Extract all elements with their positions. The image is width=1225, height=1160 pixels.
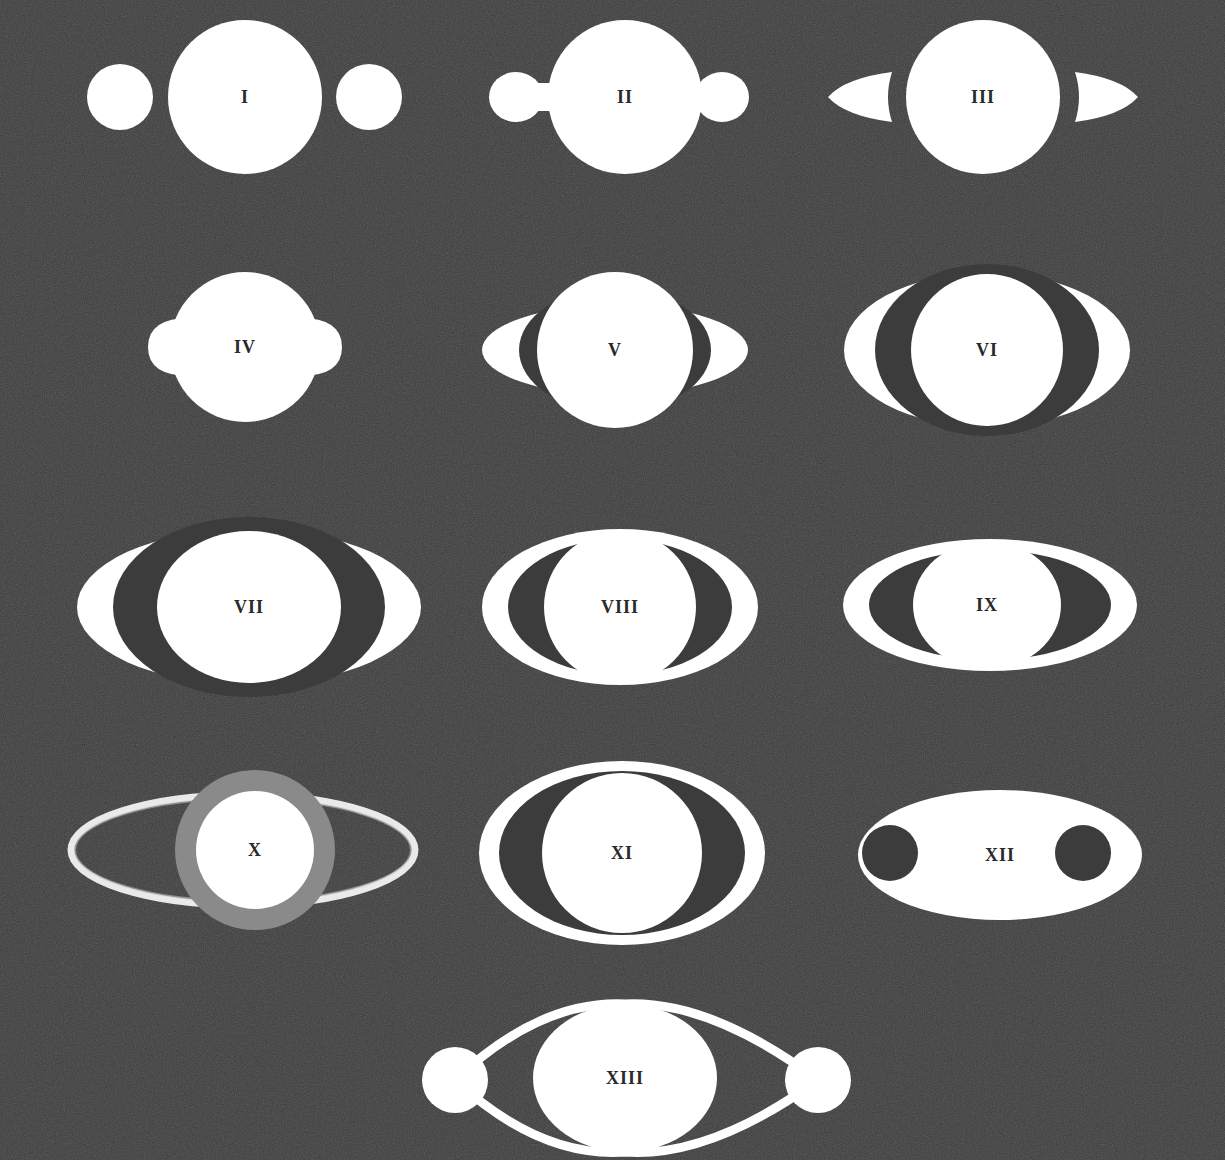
figure-number: XIII bbox=[606, 1068, 644, 1089]
planet-figure: III bbox=[906, 20, 1060, 174]
planet-figure: XIII bbox=[533, 1004, 717, 1152]
planet-figure: VI bbox=[911, 274, 1063, 426]
figure-number: VI bbox=[976, 340, 998, 361]
figure-number: X bbox=[248, 840, 262, 861]
figure-number: XII bbox=[985, 845, 1015, 866]
planet-figure: XII bbox=[858, 790, 1142, 920]
planet-figure: VII bbox=[157, 531, 341, 683]
planet-figure: IV bbox=[170, 272, 320, 422]
planet-figure: I bbox=[168, 20, 322, 174]
figure-number: VII bbox=[234, 597, 264, 618]
planet-figure: X bbox=[175, 770, 335, 930]
figure-number: XI bbox=[611, 843, 633, 864]
figure-number: VIII bbox=[601, 597, 639, 618]
planet-figure: IX bbox=[913, 541, 1061, 669]
figure-number: III bbox=[971, 87, 995, 108]
planet-figure: VIII bbox=[544, 531, 696, 683]
figure-number: V bbox=[608, 340, 622, 361]
planet-figure: V bbox=[537, 272, 693, 428]
figure-number: I bbox=[241, 87, 249, 108]
figure-number: II bbox=[617, 87, 633, 108]
planet-figure: II bbox=[548, 20, 702, 174]
planet-figure: XI bbox=[542, 773, 702, 933]
figure-number: IX bbox=[976, 595, 998, 616]
figure-number: IV bbox=[234, 337, 256, 358]
